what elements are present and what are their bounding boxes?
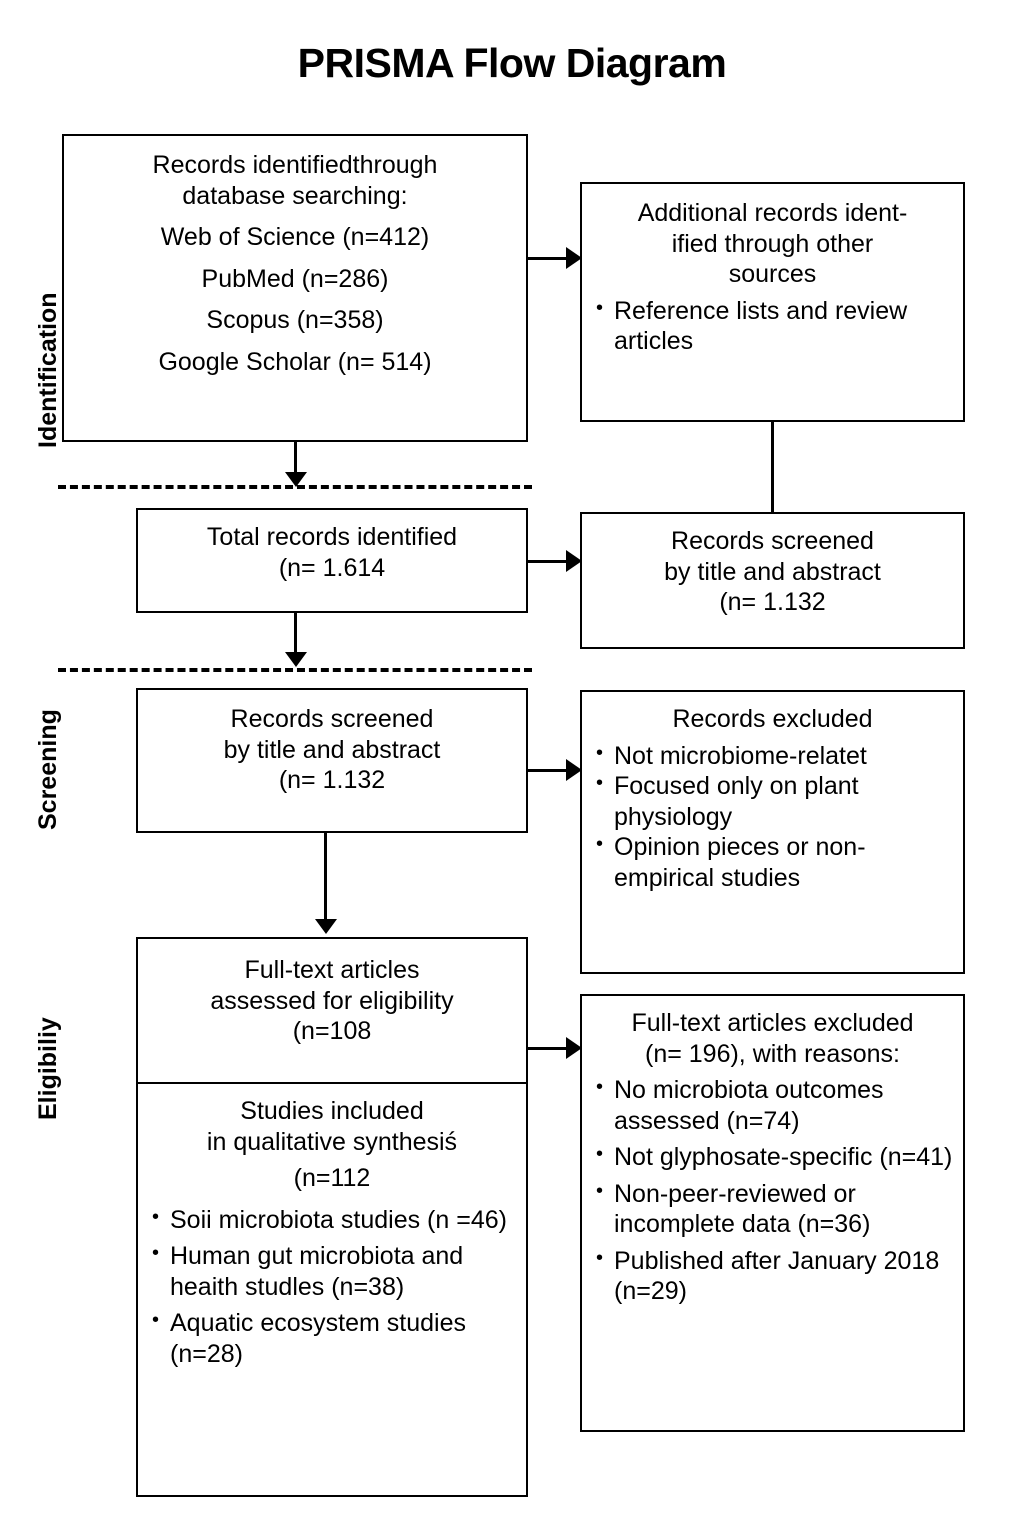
- section-divider-identification-screening: [58, 485, 532, 489]
- total-records-box: Total records identified (n= 1.614: [136, 508, 528, 613]
- additional-records-box: Additional records ident- ified through …: [580, 182, 965, 422]
- stage-label-identification: Identification: [34, 292, 62, 448]
- stage-label-screening: Screening: [34, 709, 62, 830]
- list-item: Aquatic ecosystem studies (n=28): [148, 1307, 516, 1369]
- list-item: Soii microbiota studies (n =46): [148, 1204, 516, 1236]
- list-item: Not glyphosate-specific (n=41): [592, 1141, 953, 1173]
- list-item: Reference lists and review articles: [592, 295, 953, 357]
- arrowhead-total-to-screened-right: [566, 550, 582, 572]
- list-item: Opinion pieces or non-empirical studies: [592, 831, 953, 893]
- arrowhead-screened-to-fulltext: [315, 919, 337, 934]
- connector-screened-to-fulltext: [324, 833, 327, 923]
- list-item: Human gut microbiota and heaith studles …: [148, 1240, 516, 1302]
- records-screened-right-box: Records screened by title and abstract (…: [580, 512, 965, 649]
- box-internal-divider: [138, 1082, 526, 1084]
- connector-identified-to-additional: [528, 257, 570, 260]
- arrowhead-fulltext-to-excluded: [566, 1037, 582, 1059]
- fulltext-and-included-box: Full-text articles assessed for eligibil…: [136, 937, 528, 1497]
- connector-fulltext-to-excluded: [528, 1047, 570, 1050]
- arrowhead-total-to-screened-left: [285, 652, 307, 667]
- connector-screened-to-excluded: [528, 769, 570, 772]
- records-excluded-box: Records excluded Not microbiome-relatet …: [580, 690, 965, 974]
- full-text-assessed-section: Full-text articles assessed for eligibil…: [210, 956, 454, 1045]
- connector-total-to-screened-left: [294, 613, 297, 656]
- stage-label-eligibility: Eligibiliy: [34, 1017, 62, 1120]
- arrowhead-identified-to-total: [285, 472, 307, 487]
- list-item: Focused only on plant physiology: [592, 770, 953, 832]
- page-title: PRISMA Flow Diagram: [297, 40, 727, 86]
- arrowhead-screened-to-excluded: [566, 759, 582, 781]
- arrowhead-identified-to-additional: [566, 247, 582, 269]
- section-divider-screening-eligibility: [58, 668, 532, 672]
- records-screened-left-box: Records screened by title and abstract (…: [136, 688, 528, 833]
- connector-additional-to-screened: [771, 422, 774, 512]
- list-item: Non-peer-reviewed or incomplete data (n=…: [592, 1178, 953, 1240]
- studies-included-section: Studies included in qualitative synthesi…: [138, 1082, 526, 1369]
- list-item: No microbiota outcomes assessed (n=74): [592, 1074, 953, 1136]
- connector-identified-to-total: [294, 442, 297, 480]
- list-item: Not microbiome-relatet: [592, 740, 953, 772]
- full-text-excluded-box: Full-text articles excluded (n= 196), wi…: [580, 994, 965, 1432]
- list-item: Published after January 2018 (n=29): [592, 1245, 953, 1307]
- connector-total-to-screened-right: [528, 560, 570, 563]
- records-identified-database-box: Records identifiedthrough database searc…: [62, 134, 528, 442]
